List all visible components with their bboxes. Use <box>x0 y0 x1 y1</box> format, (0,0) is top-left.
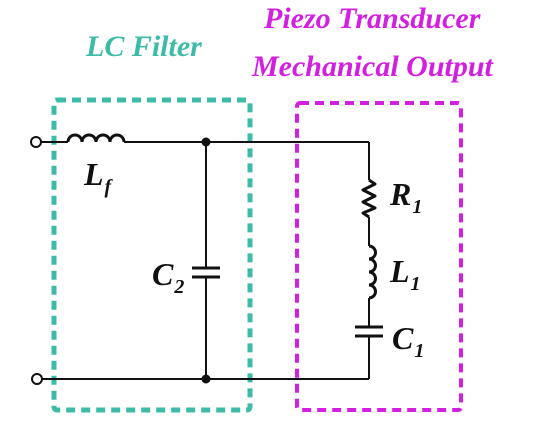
lc-filter-title: LC Filter <box>86 30 202 63</box>
piezo-title-line2: Mechanical Output <box>252 50 493 83</box>
lc-filter-box <box>51 97 253 413</box>
inductor-lf-symbol-text: L <box>84 156 104 192</box>
capacitor-c2-symbol-text: C <box>152 256 174 292</box>
inductor-l1-label: L1 <box>390 253 421 294</box>
resistor-r1-subscript: 1 <box>412 196 423 218</box>
capacitor-c1-symbol-text: C <box>392 320 414 356</box>
capacitor-c1-label: C1 <box>392 320 424 361</box>
inductor-l1-symbol-text: L <box>390 253 410 289</box>
inductor-l1-symbol <box>368 244 377 300</box>
resistor-r1-symbol-text: R <box>390 176 412 212</box>
capacitor-c1-subscript: 1 <box>414 340 425 362</box>
capacitor-c2-label: C2 <box>152 256 184 297</box>
resistor-r1-symbol <box>361 178 377 219</box>
piezo-box <box>295 101 463 412</box>
inductor-lf-subscript: f <box>104 176 112 198</box>
inductor-lf-symbol <box>66 133 126 143</box>
piezo-title-line1: Piezo Transducer <box>264 2 481 35</box>
resistor-r1-label: R1 <box>390 176 422 217</box>
inductor-lf-label: Lf <box>84 156 111 197</box>
inductor-l1-subscript: 1 <box>410 273 421 295</box>
terminal-top <box>30 136 42 148</box>
capacitor-c2-subscript: 2 <box>174 276 185 298</box>
terminal-bottom <box>31 373 43 385</box>
